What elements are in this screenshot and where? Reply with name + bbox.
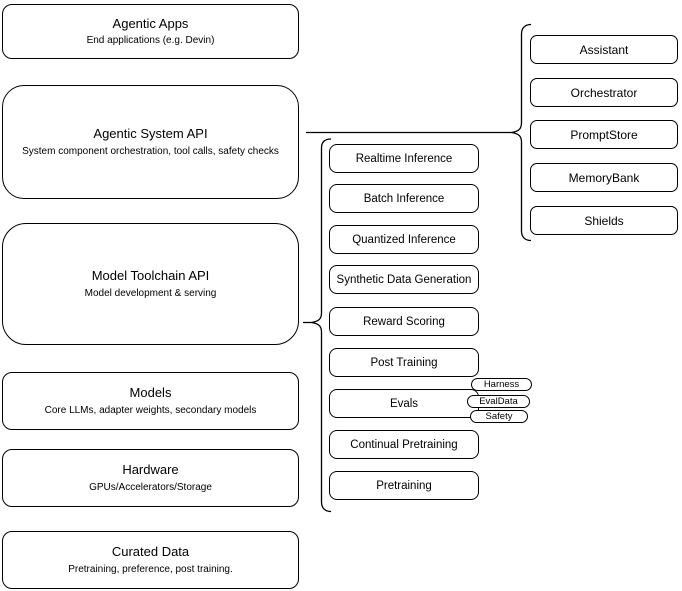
node-reward-scoring: Reward Scoring [329, 307, 479, 336]
node-synthetic-data-generation: Synthetic Data Generation [329, 265, 479, 294]
tag-evaldata: EvalData [467, 395, 530, 408]
node-shields: Shields [530, 206, 678, 235]
node-batch-inference: Batch Inference [329, 184, 479, 213]
node-title: Hardware [122, 462, 179, 478]
node-title: Curated Data [111, 544, 190, 560]
node-title: Model Toolchain API [91, 268, 210, 284]
node-evals: Evals [329, 389, 479, 418]
node-quantized-inference: Quantized Inference [329, 225, 479, 254]
toolchain-components-brace [311, 138, 332, 513]
node-agentic-apps: Agentic Apps End applications (e.g. Devi… [2, 4, 299, 59]
node-memorybank: MemoryBank [530, 163, 678, 192]
node-pretraining: Pretraining [329, 471, 479, 500]
node-title: Agentic System API [93, 126, 208, 142]
node-post-training: Post Training [329, 348, 479, 377]
node-agentic-system-api: Agentic System API System component orch… [2, 85, 299, 199]
node-title: Agentic Apps [112, 15, 189, 31]
node-subtitle: System component orchestration, tool cal… [22, 145, 279, 157]
node-continual-pretraining: Continual Pretraining [329, 430, 479, 459]
node-subtitle: Pretraining, preference, post training. [68, 563, 233, 575]
tag-harness: Harness [471, 378, 532, 391]
node-hardware: Hardware GPUs/Accelerators/Storage [2, 449, 299, 507]
node-subtitle: Core LLMs, adapter weights, secondary mo… [44, 404, 257, 416]
node-orchestrator: Orchestrator [530, 78, 678, 107]
node-subtitle: End applications (e.g. Devin) [86, 35, 215, 47]
node-models: Models Core LLMs, adapter weights, secon… [2, 372, 299, 430]
tag-safety: Safety [470, 410, 528, 423]
node-subtitle: GPUs/Accelerators/Storage [89, 481, 212, 493]
node-model-toolchain-api: Model Toolchain API Model development & … [2, 223, 299, 345]
system-components-brace [511, 23, 532, 242]
node-title: Models [129, 385, 172, 401]
node-subtitle: Model development & serving [84, 287, 217, 299]
node-realtime-inference: Realtime Inference [329, 144, 479, 173]
node-assistant: Assistant [530, 35, 678, 64]
node-curated-data: Curated Data Pretraining, preference, po… [2, 531, 299, 589]
node-promptstore: PromptStore [530, 120, 678, 149]
